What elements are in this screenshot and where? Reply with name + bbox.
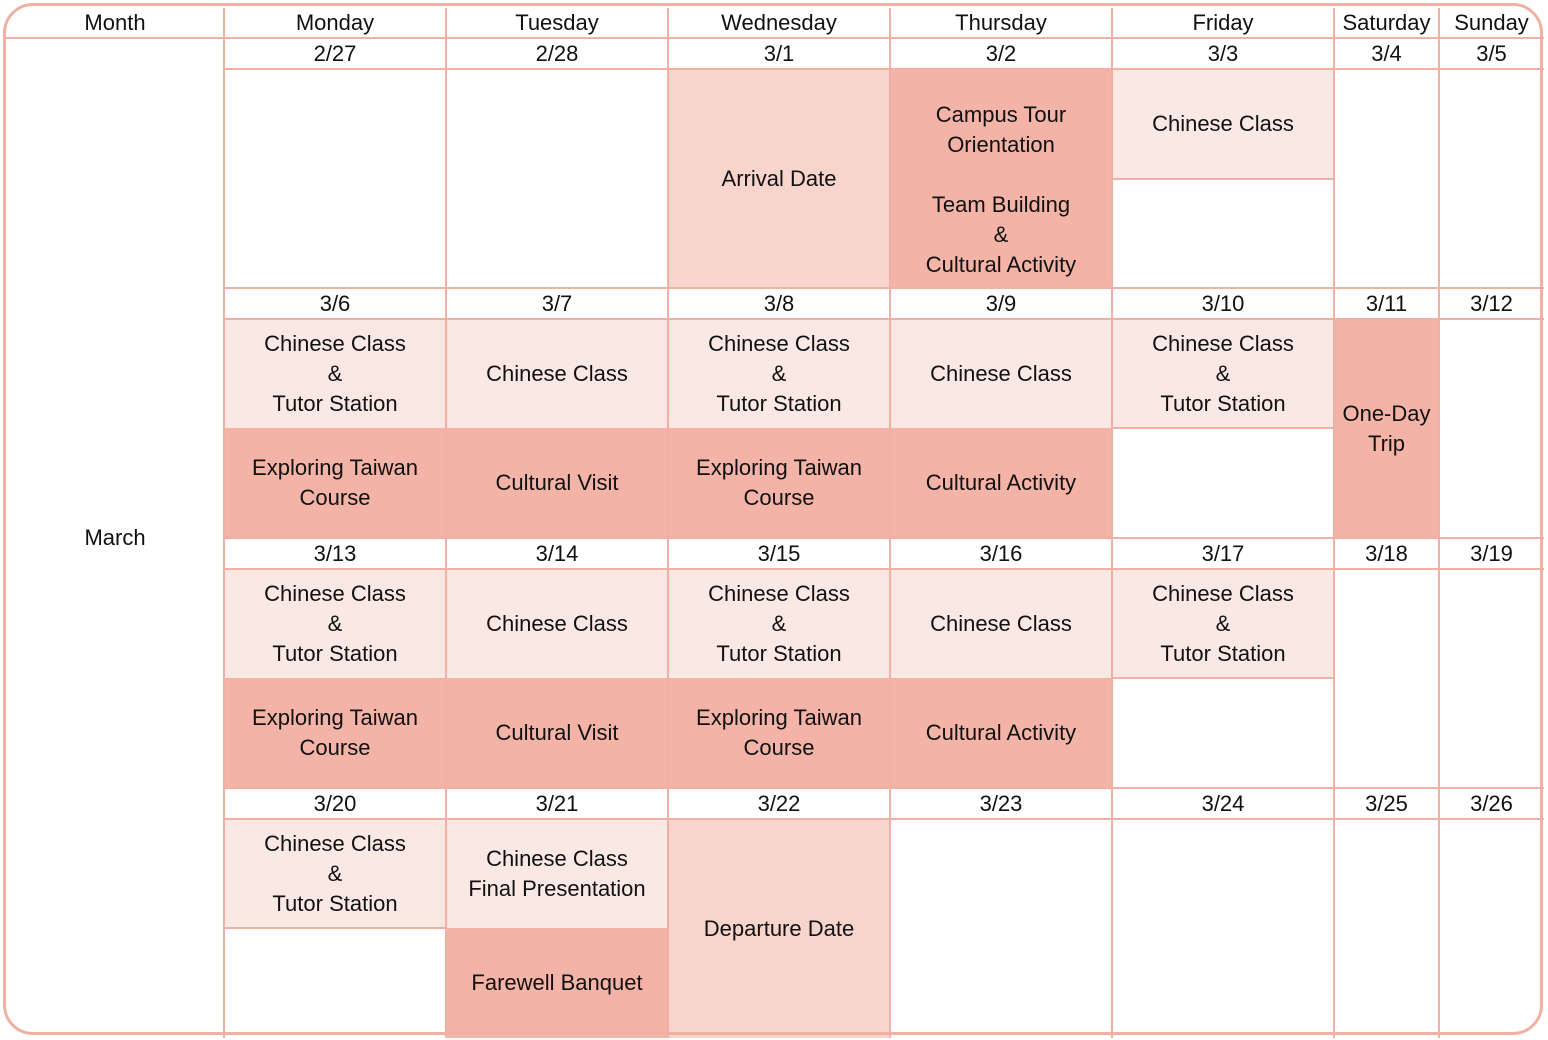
- grid-line-vertical: [1438, 8, 1440, 1038]
- grid-line-vertical: [445, 8, 447, 1038]
- grid-line-horizontal: [224, 68, 1544, 70]
- header-sunday: Sunday: [1454, 10, 1529, 35]
- event-exploring-taiwan: Exploring Taiwan Course: [224, 428, 446, 538]
- event-exploring-taiwan: Exploring Taiwan Course: [668, 678, 890, 788]
- grid-line-vertical: [889, 8, 891, 1038]
- grid-line-vertical: [1333, 8, 1335, 1038]
- grid-line-horizontal: [224, 318, 1544, 320]
- event-cultural-activity: Cultural Activity: [890, 678, 1112, 788]
- event-chinese-tutor: Chinese Class & Tutor Station: [668, 319, 890, 428]
- event-exploring-taiwan: Exploring Taiwan Course: [224, 678, 446, 788]
- grid-line-horizontal: [1112, 178, 1334, 180]
- date-cell: 2/27: [313, 40, 357, 66]
- date-cell: 3/13: [313, 540, 357, 566]
- date-cell: 3/24: [1201, 790, 1245, 816]
- event-chinese-tutor: Chinese Class & Tutor Station: [668, 569, 890, 678]
- date-cell: 3/6: [319, 290, 351, 316]
- header-tuesday: Tuesday: [515, 10, 599, 35]
- event-chinese-tutor: Chinese Class & Tutor Station: [224, 319, 446, 428]
- date-cell: 3/20: [313, 790, 357, 816]
- event-chinese-class: Chinese Class: [446, 319, 668, 428]
- grid-line-horizontal: [224, 537, 1544, 539]
- date-cell: 3/19: [1470, 540, 1513, 566]
- date-cell: 3/2: [985, 40, 1017, 66]
- event-departure-date: Departure Date: [668, 819, 890, 1038]
- date-cell: 3/10: [1201, 290, 1245, 316]
- event-one-day-trip: One-Day Trip: [1334, 319, 1439, 538]
- event-chinese-class: Chinese Class: [890, 319, 1112, 428]
- date-cell: 3/21: [535, 790, 579, 816]
- grid-line-horizontal: [224, 927, 446, 929]
- date-cell: 3/22: [757, 790, 801, 816]
- date-cell: 3/1: [763, 40, 795, 66]
- event-cultural-visit: Cultural Visit: [446, 678, 668, 788]
- grid-line-horizontal: [224, 818, 1544, 820]
- event-chinese-class: Chinese Class: [446, 569, 668, 678]
- header-saturday: Saturday: [1342, 10, 1431, 35]
- header-month: Month: [84, 10, 146, 35]
- date-cell: 3/14: [535, 540, 579, 566]
- header-wednesday: Wednesday: [721, 10, 837, 35]
- date-cell: 3/5: [1476, 40, 1507, 66]
- grid-line-vertical: [1111, 8, 1113, 1038]
- event-arrival-date: Arrival Date: [668, 69, 890, 288]
- grid-line-horizontal: [224, 787, 1544, 789]
- event-chinese-tutor: Chinese Class & Tutor Station: [224, 569, 446, 678]
- event-final-presentation: Chinese Class Final Presentation: [446, 819, 668, 928]
- grid-line-horizontal: [1112, 677, 1334, 679]
- event-cultural-activity: Cultural Activity: [890, 428, 1112, 538]
- event-cultural-visit: Cultural Visit: [446, 428, 668, 538]
- header-friday: Friday: [1192, 10, 1254, 35]
- event-chinese-tutor: Chinese Class & Tutor Station: [1112, 569, 1334, 678]
- date-cell: 3/11: [1365, 290, 1408, 316]
- event-exploring-taiwan: Exploring Taiwan Course: [668, 428, 890, 538]
- date-cell: 2/28: [535, 40, 579, 66]
- grid-line-horizontal: [224, 568, 1544, 570]
- date-cell: 3/3: [1207, 40, 1239, 66]
- event-campus-tour: Campus Tour Orientation: [890, 69, 1112, 179]
- grid-line-vertical: [223, 8, 225, 1038]
- date-cell: 3/17: [1201, 540, 1245, 566]
- date-cell: 3/16: [979, 540, 1023, 566]
- date-cell: 3/15: [757, 540, 801, 566]
- header-thursday: Thursday: [955, 10, 1047, 35]
- date-cell: 3/4: [1371, 40, 1402, 66]
- grid-line-horizontal: [224, 287, 1544, 289]
- date-cell: 3/7: [541, 290, 573, 316]
- event-chinese-class: Chinese Class: [1112, 69, 1334, 179]
- event-team-building: Team Building & Cultural Activity: [890, 179, 1112, 288]
- event-chinese-class: Chinese Class: [890, 569, 1112, 678]
- date-cell: 3/26: [1470, 790, 1513, 816]
- month-label: March: [84, 525, 146, 550]
- header-monday: Monday: [295, 10, 375, 35]
- date-cell: 3/9: [985, 290, 1017, 316]
- date-cell: 3/8: [763, 290, 795, 316]
- event-chinese-tutor: Chinese Class & Tutor Station: [1112, 319, 1334, 428]
- event-farewell-banquet: Farewell Banquet: [446, 928, 668, 1038]
- date-cell: 3/25: [1365, 790, 1408, 816]
- event-chinese-tutor: Chinese Class & Tutor Station: [224, 819, 446, 928]
- grid-line-vertical: [667, 8, 669, 1038]
- date-cell: 3/18: [1365, 540, 1408, 566]
- date-cell: 3/23: [979, 790, 1023, 816]
- grid-line-horizontal: [1112, 427, 1334, 429]
- grid-line-horizontal: [6, 37, 1544, 39]
- date-cell: 3/12: [1470, 290, 1513, 316]
